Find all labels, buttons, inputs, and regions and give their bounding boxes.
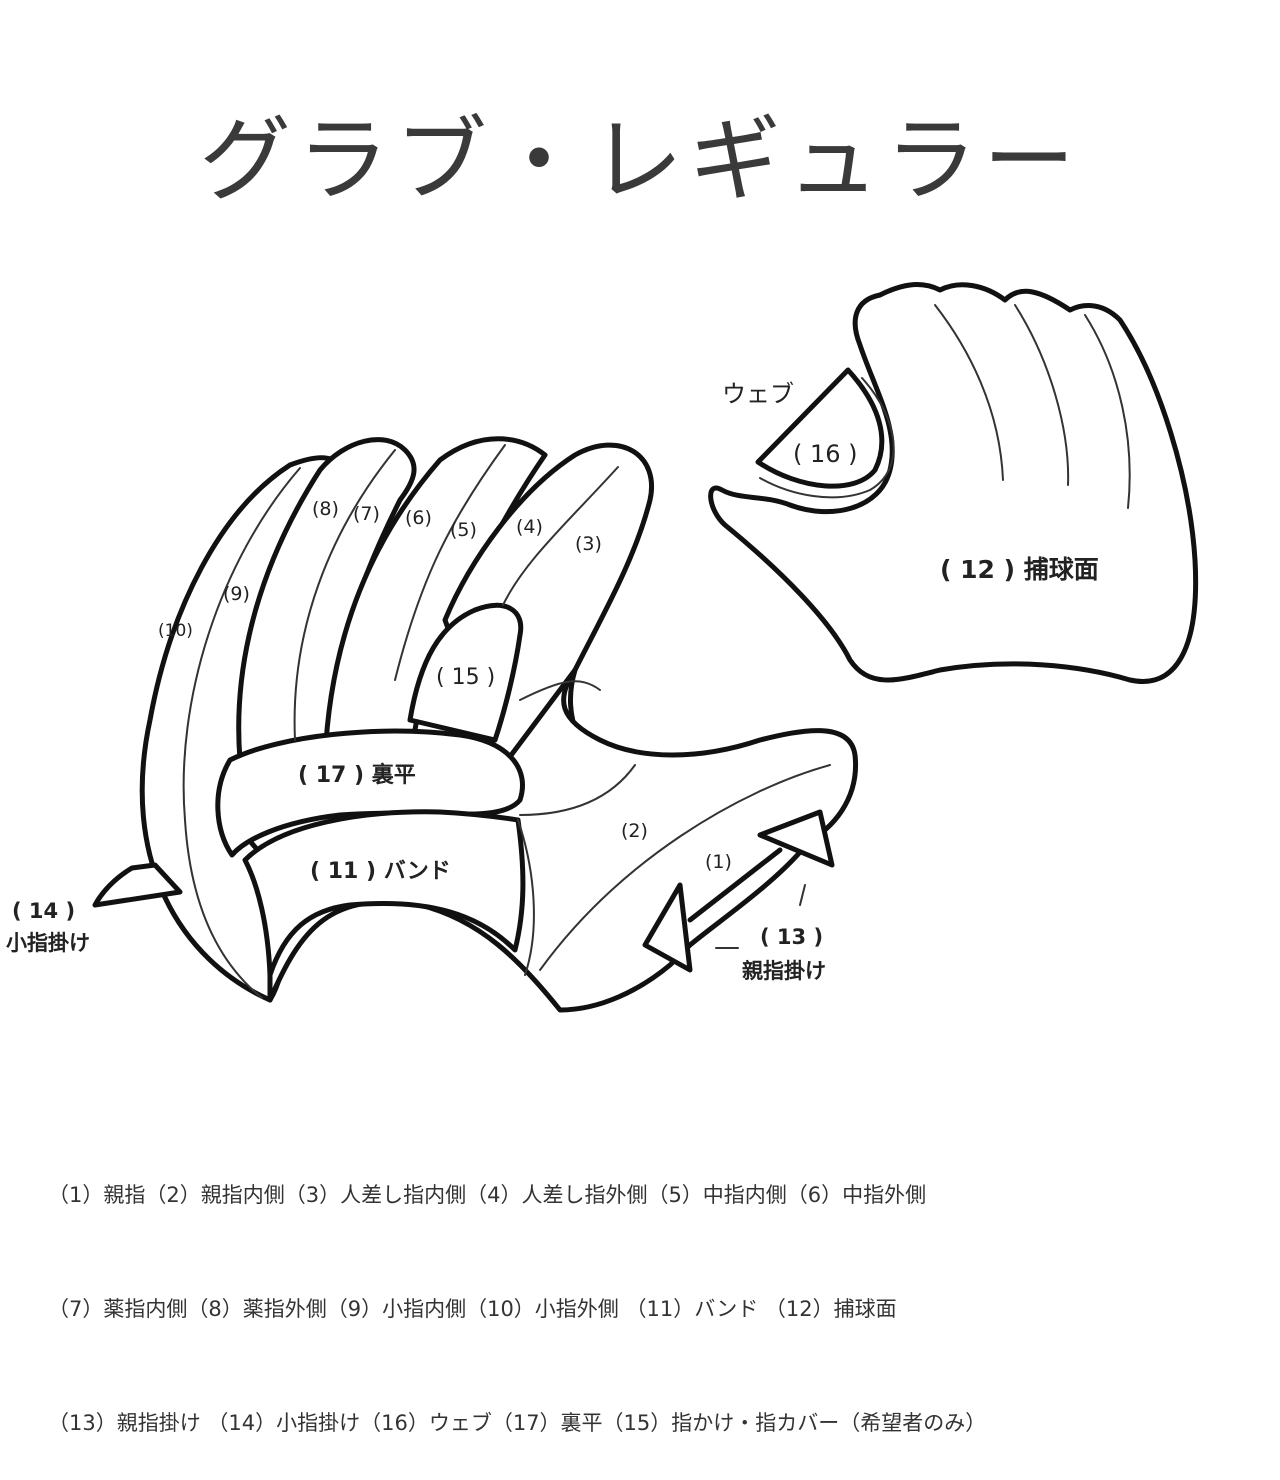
label-17: ( 17 ) 裏平 bbox=[298, 762, 416, 788]
seam-middle bbox=[394, 444, 506, 681]
label-13-number: ( 13 ) bbox=[760, 925, 823, 949]
thumb-hook-lower bbox=[642, 882, 693, 973]
label-16: ( 16 ) bbox=[793, 440, 858, 468]
label-5: (5) bbox=[450, 519, 477, 541]
label-10: (10) bbox=[158, 621, 193, 641]
seam-index bbox=[502, 466, 619, 606]
label-7: (7) bbox=[353, 503, 380, 525]
seam-ring bbox=[293, 449, 396, 741]
glove-back-view: (1) (2) (3) (4) (5) (6) (7) (8) (9) (10)… bbox=[6, 436, 859, 1013]
label-4: (4) bbox=[516, 516, 543, 538]
thumb-hook-strap bbox=[687, 847, 783, 923]
glove-diagram: (1) (2) (3) (4) (5) (6) (7) (8) (9) (10)… bbox=[6, 282, 1199, 1013]
web-shape bbox=[755, 367, 885, 489]
label-14-name: 小指掛け bbox=[6, 931, 90, 955]
label-12: ( 12 ) 捕球面 bbox=[940, 555, 1099, 584]
seam-palm-cross bbox=[519, 764, 636, 816]
parts-legend: （1）親指（2）親指内側（3）人差し指内側（4）人差し指外側（5）中指内側（6）… bbox=[48, 1100, 986, 1480]
legend-row-1: （1）親指（2）親指内側（3）人差し指内側（4）人差し指外側（5）中指内側（6）… bbox=[48, 1183, 927, 1207]
palm-finger-seam-3 bbox=[1084, 314, 1131, 509]
label-8: (8) bbox=[312, 498, 339, 520]
label-14-number: ( 14 ) bbox=[12, 899, 75, 923]
label-9: (9) bbox=[223, 583, 250, 605]
palm-outline-shape bbox=[708, 282, 1199, 684]
seam-thumb bbox=[539, 764, 831, 971]
label-3: (3) bbox=[575, 533, 602, 555]
pinky-hook-shape bbox=[92, 862, 183, 908]
finger-cover-shape bbox=[407, 602, 524, 743]
web-inner-seam bbox=[759, 377, 895, 499]
palm-finger-seam-1 bbox=[934, 304, 1004, 481]
label-15: ( 15 ) bbox=[436, 665, 495, 690]
back-plate-shape bbox=[215, 728, 525, 858]
seam-palm-arc bbox=[519, 680, 601, 701]
legend-row-3: （13）親指掛け （14）小指掛け（16）ウェブ（17）裏平（15）指かけ・指カ… bbox=[48, 1411, 987, 1435]
seam-palm-vertical bbox=[517, 819, 535, 976]
seam-pinky bbox=[182, 467, 301, 999]
label-1: (1) bbox=[705, 851, 732, 873]
label-6: (6) bbox=[405, 507, 432, 529]
label-2: (2) bbox=[621, 820, 648, 842]
page-title: グラブ・レギュラー bbox=[198, 107, 1081, 214]
palm-finger-seam-2 bbox=[1014, 304, 1070, 486]
thumb-hook-upper bbox=[757, 809, 835, 868]
glove-palm-view: ウェブ ( 16 ) ( 12 ) 捕球面 bbox=[708, 282, 1199, 684]
label-11: ( 11 ) バンド bbox=[310, 859, 451, 884]
band-shape bbox=[242, 809, 526, 978]
label-tick-upper bbox=[799, 884, 806, 906]
legend-row-2: （7）薬指内側（8）薬指外側（9）小指内側（10）小指外側 （11）バンド （1… bbox=[48, 1297, 897, 1321]
label-13-name: 親指掛け bbox=[742, 959, 826, 983]
label-web: ウェブ bbox=[722, 380, 794, 408]
